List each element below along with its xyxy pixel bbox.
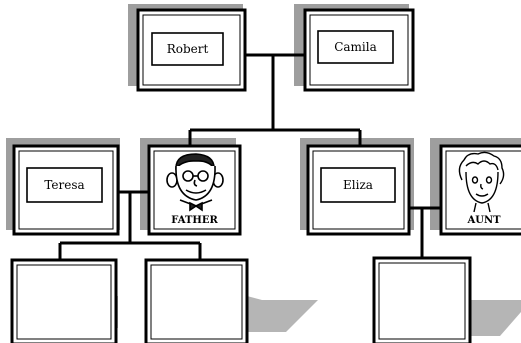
woman-cartoon-icon	[458, 151, 505, 213]
father-caption: FATHER	[171, 215, 218, 226]
connector-lines	[58, 53, 443, 260]
teresa-label: Teresa	[44, 178, 84, 192]
child-box-3	[372, 256, 472, 343]
person-box-eliza: Eliza	[306, 144, 411, 236]
person-box-father: FATHER	[147, 144, 242, 236]
person-box-camila: Camila	[303, 8, 415, 92]
person-box-aunt: AUNT	[439, 144, 521, 236]
child-box-2	[144, 258, 249, 343]
robert-label: Robert	[167, 42, 209, 56]
aunt-caption: AUNT	[466, 215, 501, 226]
person-box-robert: Robert	[136, 8, 247, 92]
eliza-label: Eliza	[343, 178, 373, 192]
man-cartoon-icon	[166, 153, 224, 212]
person-box-teresa: Teresa	[12, 144, 120, 236]
child-box-1	[10, 258, 118, 343]
camila-label: Camila	[334, 40, 377, 54]
